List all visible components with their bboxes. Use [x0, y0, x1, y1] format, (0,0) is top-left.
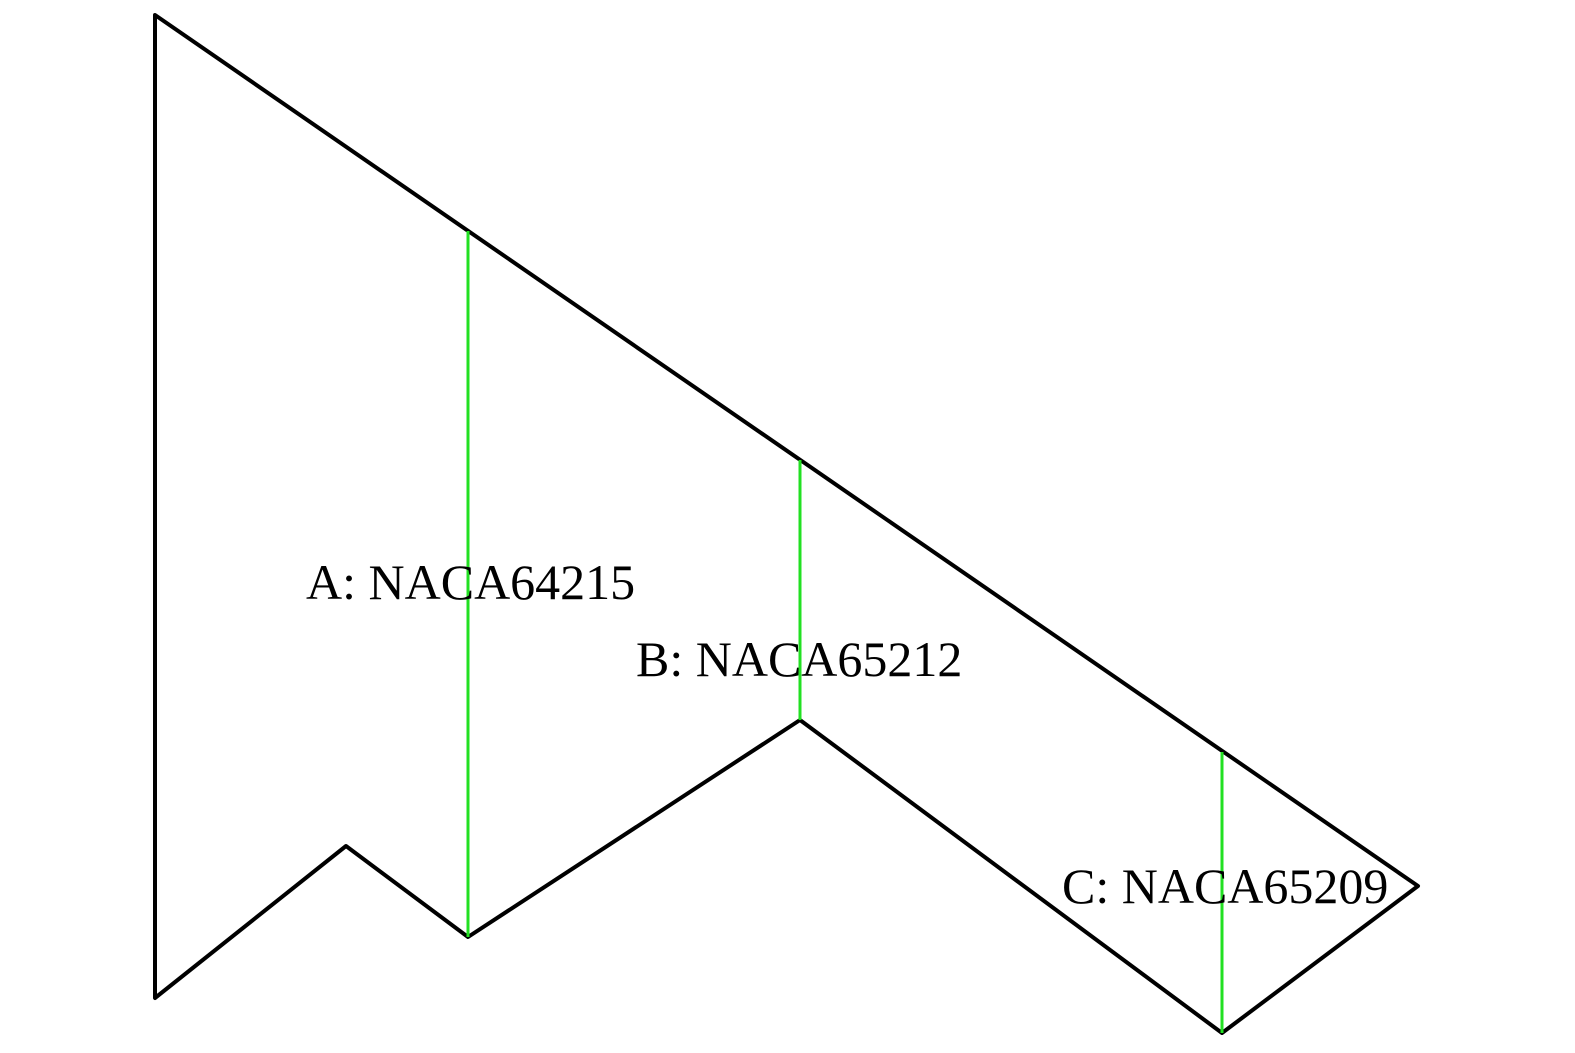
section-label-b: B: NACA65212 [636, 631, 962, 687]
section-label-a: A: NACA64215 [306, 554, 635, 610]
section-label-c: C: NACA65209 [1062, 858, 1388, 914]
wing-planform-outline [153, 13, 1420, 1035]
